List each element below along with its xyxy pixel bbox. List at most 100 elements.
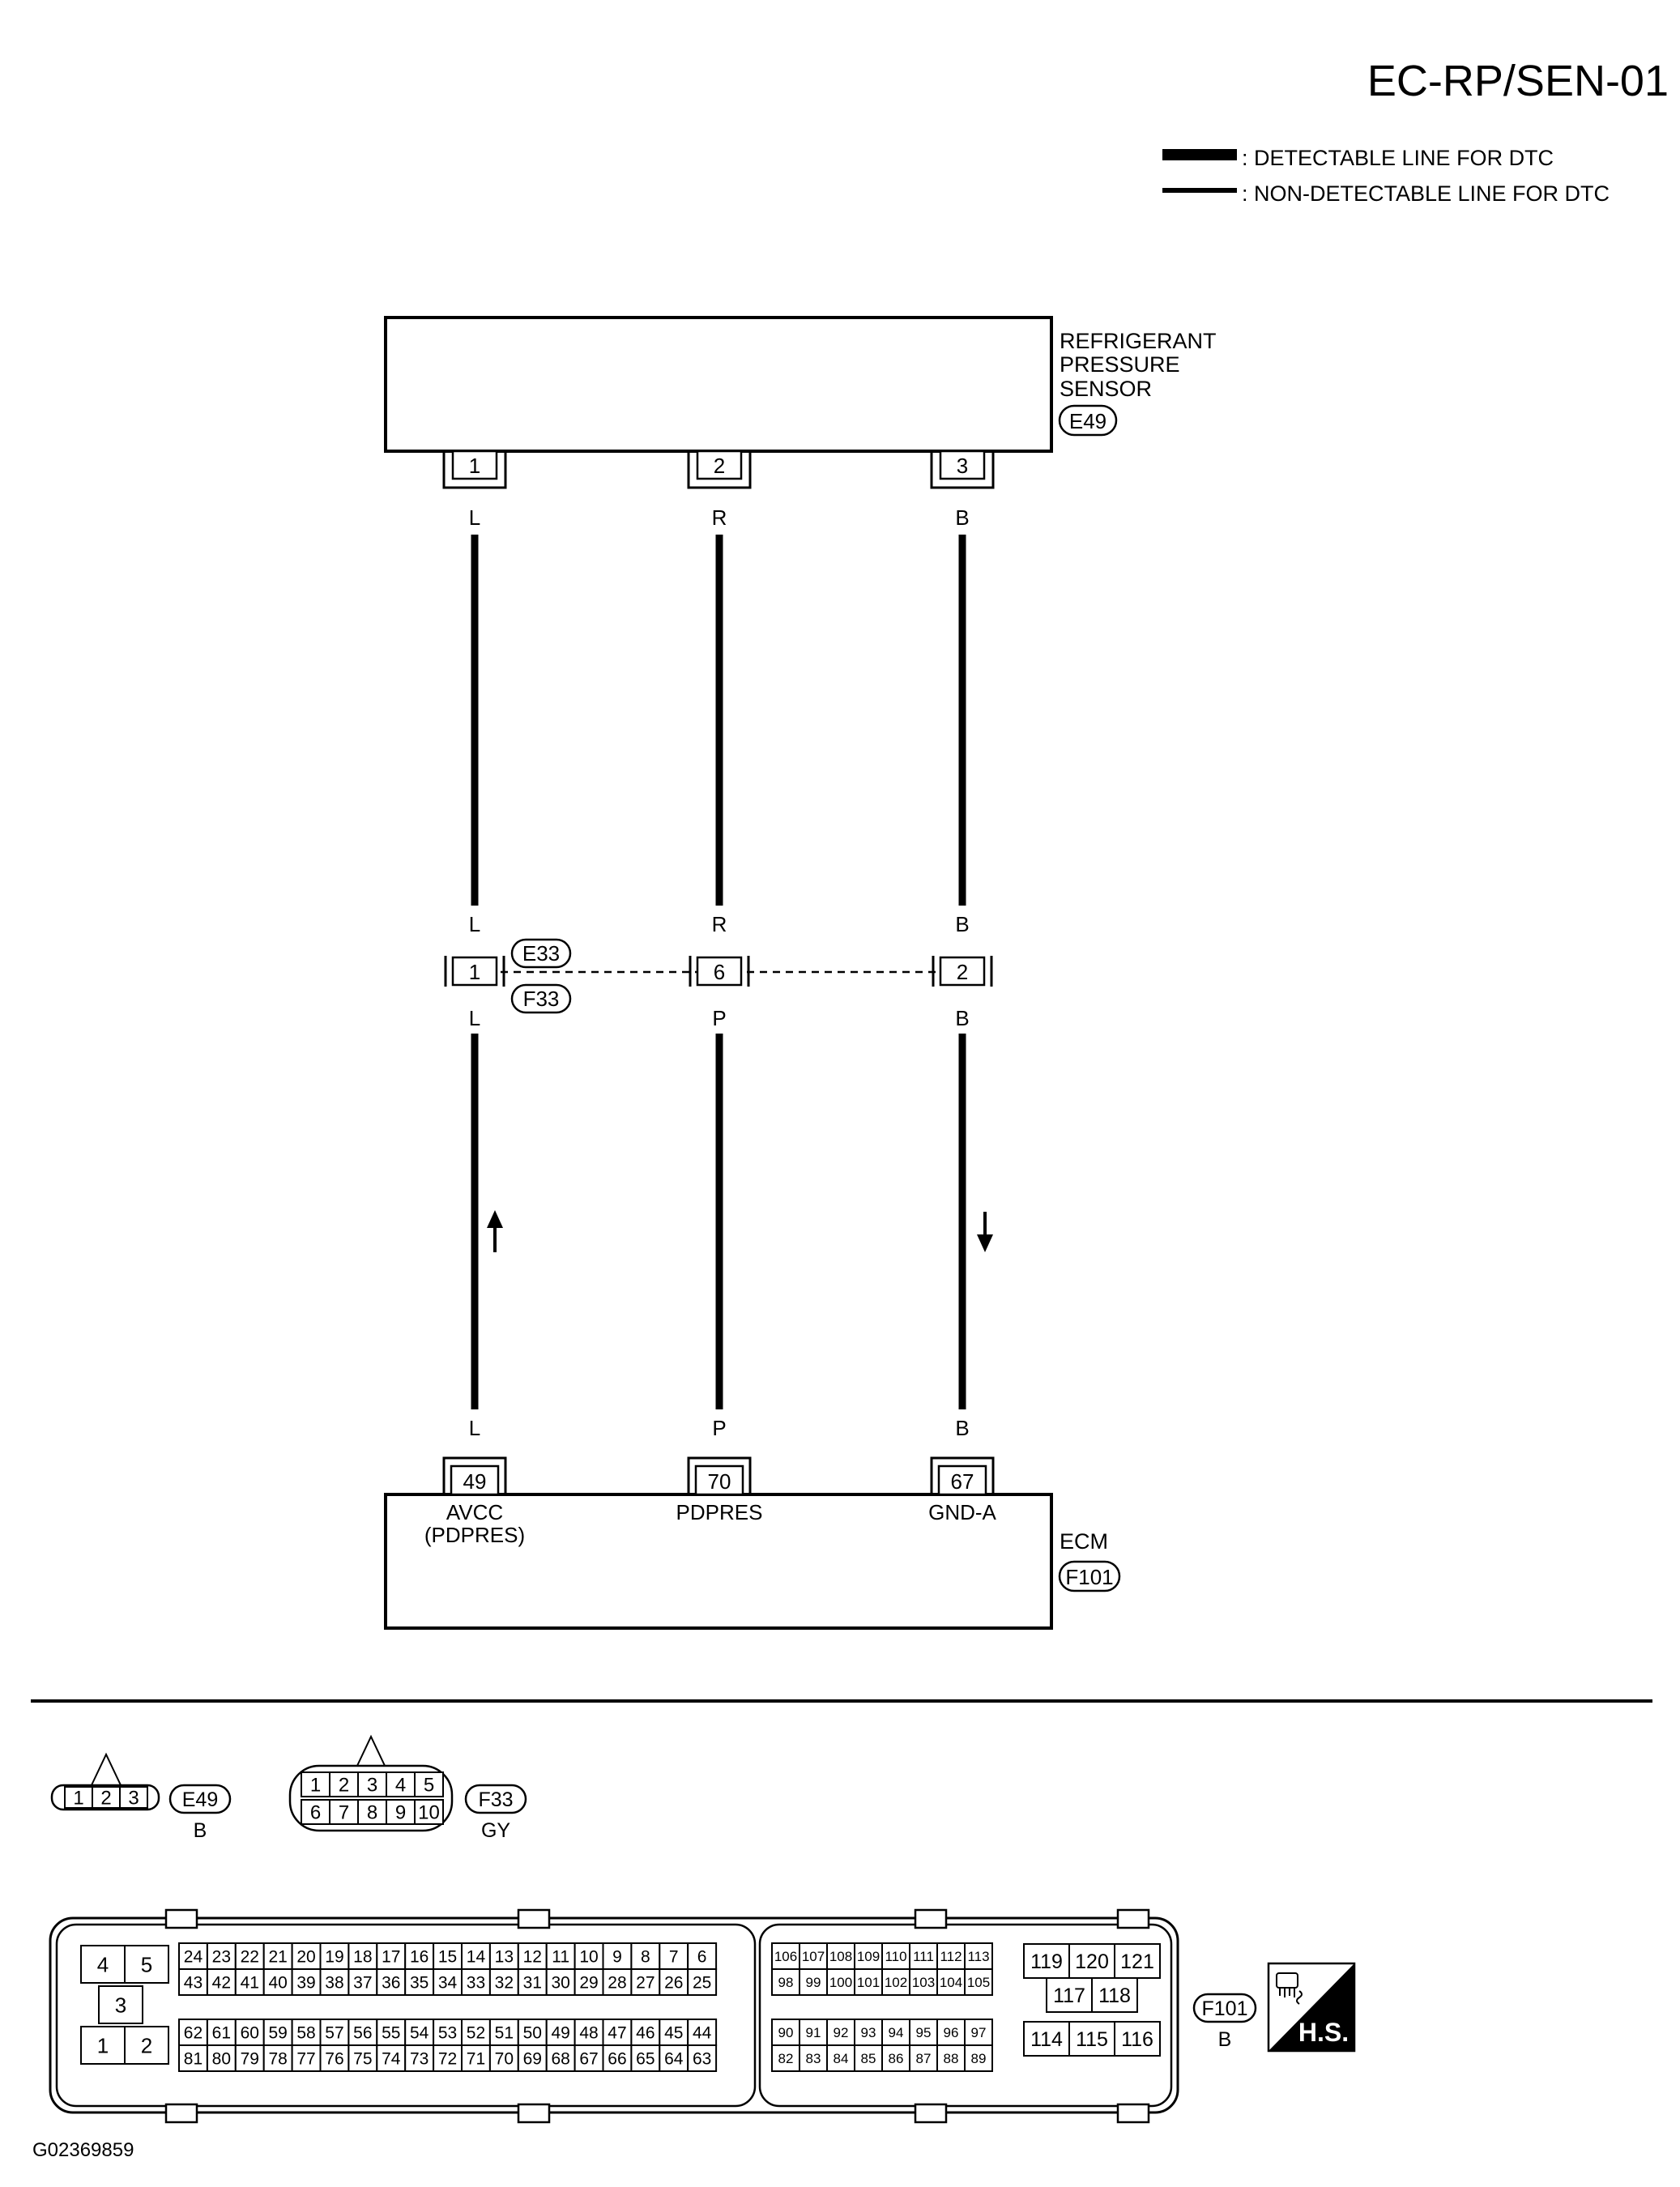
connector-pin-number: 9 (612, 1948, 622, 1967)
connector-pin-number: 118 (1098, 1985, 1131, 2007)
connector-pin-number: 113 (967, 1949, 989, 1964)
connector-pin-number: 91 (806, 2025, 821, 2040)
e49-key-triangle (89, 1752, 123, 1788)
wire-color-bottom: L (469, 1006, 480, 1030)
connector-pin-number: 81 (184, 2050, 203, 2069)
sensor-pin-number: 3 (957, 454, 968, 478)
connector-pin-cell (687, 1968, 718, 1996)
connector-pin-number: 7 (339, 1802, 349, 1824)
connector-pin-number: 85 (861, 2051, 876, 2066)
connector-pin-cell (80, 1945, 126, 1984)
connector-pin-cell (488, 2044, 519, 2072)
connector-pin-cell (1068, 1943, 1115, 1979)
joint-pin-number: 1 (469, 960, 480, 984)
connector-pin-number: 14 (467, 1948, 486, 1967)
connector-pin-number: 78 (268, 2050, 287, 2069)
connector-pin-number: 58 (296, 2024, 315, 2043)
wire-color-lower-end: L (469, 1416, 480, 1440)
connector-pin-number: 114 (1030, 2028, 1063, 2051)
connector-pin-cell (630, 2044, 661, 2072)
connector-pin-number: 1 (310, 1775, 321, 1797)
connector-pin-cell (630, 2019, 661, 2046)
connector-pin-cell (545, 2019, 576, 2046)
joint-pin-box (696, 956, 743, 987)
connector-pin-number: 18 (353, 1948, 372, 1967)
connector-pin-cell (909, 1942, 938, 1970)
ecm-pin-bracket (930, 1456, 995, 1494)
connector-pin-number: 56 (353, 2024, 372, 2043)
connector-pin-number: 100 (829, 1975, 852, 1990)
connector-pin-number: 43 (184, 1974, 203, 1993)
connector-pin-number: 83 (806, 2051, 821, 2066)
joint-pin-bracket (444, 956, 505, 987)
connector-pin-number: 3 (367, 1775, 377, 1797)
ecm-pin-bracket (442, 1456, 507, 1494)
connector-pin-cell (771, 2019, 800, 2046)
sensor-pin-bracket (930, 451, 995, 489)
connector-pin-cell (881, 1942, 910, 1970)
wire-color-top: R (712, 505, 727, 530)
connector-pin-number: 70 (495, 2050, 514, 2069)
connector-pin-cell (1023, 2021, 1070, 2057)
connector-pin-number: 30 (551, 1974, 569, 1993)
connector-pin-cell (119, 1786, 148, 1809)
connector-pin-number: 112 (940, 1949, 962, 1964)
connector-pin-number: 110 (885, 1949, 906, 1964)
connector-pin-number: 93 (861, 2025, 876, 2040)
connector-pin-cell (291, 1968, 322, 1996)
refrigerant-pressure-sensor: REFRIGERANT PRESSURE SENSOR E49 (384, 316, 1217, 453)
connector-pin-number: 103 (912, 1975, 935, 1990)
connector-pin-cell (964, 2019, 993, 2046)
connector-pin-number: 50 (523, 2024, 542, 2043)
connector-pin-number: 75 (353, 2050, 372, 2069)
connector-pin-cell (799, 1968, 828, 1996)
wire-color-upper-lower-end: B (955, 912, 969, 936)
joint-f33-id: F33 (523, 987, 560, 1011)
connector-pin-number: 37 (353, 1974, 372, 1993)
connector-pin-cell (92, 1786, 121, 1809)
connector-pin-number: 69 (523, 2050, 542, 2069)
connector-pin-number: 72 (438, 2050, 457, 2069)
connector-pin-cell (348, 1942, 378, 1970)
connector-pin-number: 82 (778, 2051, 794, 2066)
harness-connector-icon (1276, 1972, 1303, 2005)
joint-pin-bracket (689, 956, 750, 987)
connector-pin-number: 111 (913, 1949, 934, 1964)
latch-tab (914, 1908, 948, 1929)
connector-pin-number: 115 (1076, 2028, 1108, 2051)
e49-color: B (194, 1819, 207, 1842)
connector-pin-number: 10 (418, 1802, 440, 1824)
joint-pin-box (451, 956, 498, 987)
connector-pin-cell (291, 1942, 322, 1970)
connector-pin-cell (234, 2044, 265, 2072)
sensor-box (384, 316, 1053, 453)
connector-pin-number: 79 (241, 2050, 259, 2069)
connector-pin-number: 54 (410, 2024, 429, 2043)
connector-pin-number: 8 (367, 1802, 377, 1824)
connector-pin-number: 95 (916, 2025, 932, 2040)
connector-pin-cell (630, 1968, 661, 1996)
connector-pin-cell (80, 2026, 126, 2065)
connector-pin-number: 63 (693, 2050, 711, 2069)
joint-e33-id: E33 (522, 941, 560, 966)
connector-pin-number: 92 (834, 2025, 849, 2040)
connector-pin-number: 66 (608, 2050, 626, 2069)
joint-e33-badge (510, 938, 572, 969)
connector-pin-cell (386, 1799, 416, 1825)
hs-badge-diagonal-fill (1269, 1963, 1354, 2051)
connector-pin-number: 121 (1120, 1950, 1154, 1973)
connector-pin-cell (630, 1942, 661, 1970)
figure-code: G02369859 (32, 2139, 134, 2161)
connector-pin-number: 36 (382, 1974, 400, 1993)
signal-arrow-up-icon (487, 1210, 503, 1228)
connector-pin-number: 120 (1075, 1950, 1109, 1973)
hs-badge-label: H.S. (1298, 2018, 1349, 2047)
joint-connector-e33-f33: E33 F33 (501, 938, 936, 1014)
connector-pin-number: 40 (268, 1974, 287, 1993)
connector-pin-number: 2 (100, 1788, 111, 1810)
